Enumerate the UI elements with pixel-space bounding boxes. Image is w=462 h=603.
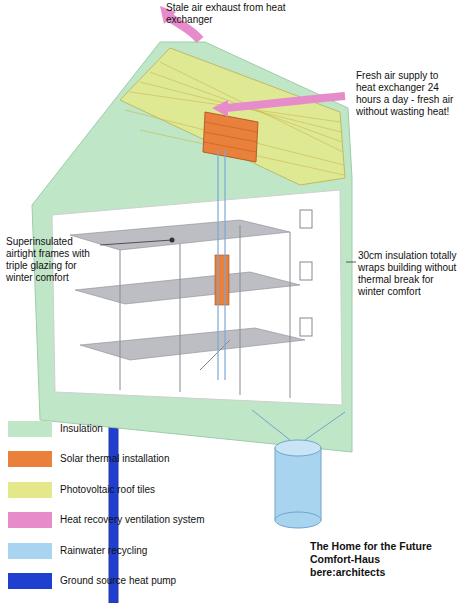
leader-line bbox=[346, 262, 356, 263]
legend-swatch bbox=[8, 421, 52, 437]
title-text: Comfort-Haus bbox=[310, 553, 460, 566]
pv-roof bbox=[120, 48, 345, 185]
insulation-shell bbox=[32, 42, 352, 452]
callout-text: Stale air exhaust from heat exchanger bbox=[166, 2, 296, 26]
interior-cutaway bbox=[52, 190, 342, 405]
legend-swatch bbox=[8, 451, 52, 467]
leader-dot bbox=[170, 238, 175, 243]
interior-walls bbox=[120, 210, 312, 398]
solar-panel-lines bbox=[204, 122, 257, 152]
legend-text: Solar thermal installation bbox=[60, 453, 300, 465]
legend-text: Rainwater recycling bbox=[60, 545, 300, 557]
solar-thermal-panel bbox=[203, 112, 258, 162]
rainwater-tank bbox=[252, 410, 345, 528]
title-text: bere:architects bbox=[310, 566, 460, 579]
legend-text: Insulation bbox=[60, 423, 300, 435]
service-ducts bbox=[218, 150, 225, 380]
legend-swatch bbox=[8, 482, 52, 498]
heat-store bbox=[215, 255, 229, 305]
legend-text: Heat recovery ventilation system bbox=[60, 514, 300, 526]
callout-text: 30cm insulation totally wraps building w… bbox=[358, 250, 458, 298]
floor-slabs bbox=[70, 220, 305, 360]
supply-arrow-head bbox=[212, 100, 228, 117]
callout-text: Superinsulated airtight frames with trip… bbox=[6, 236, 100, 284]
legend-text: Photovoltaic roof tiles bbox=[60, 484, 300, 496]
diagram-title: The Home for the Future bbox=[310, 540, 460, 553]
legend-text: Ground source heat pump bbox=[60, 575, 300, 587]
callout-text: Fresh air supply to heat exchanger 24 ho… bbox=[356, 70, 460, 118]
roof-tile-lines bbox=[125, 62, 344, 175]
leader-line bbox=[100, 240, 172, 245]
supply-arrow bbox=[225, 96, 345, 108]
legend-swatch bbox=[8, 512, 52, 528]
legend-swatch bbox=[8, 573, 52, 589]
legend-swatch bbox=[8, 543, 52, 559]
